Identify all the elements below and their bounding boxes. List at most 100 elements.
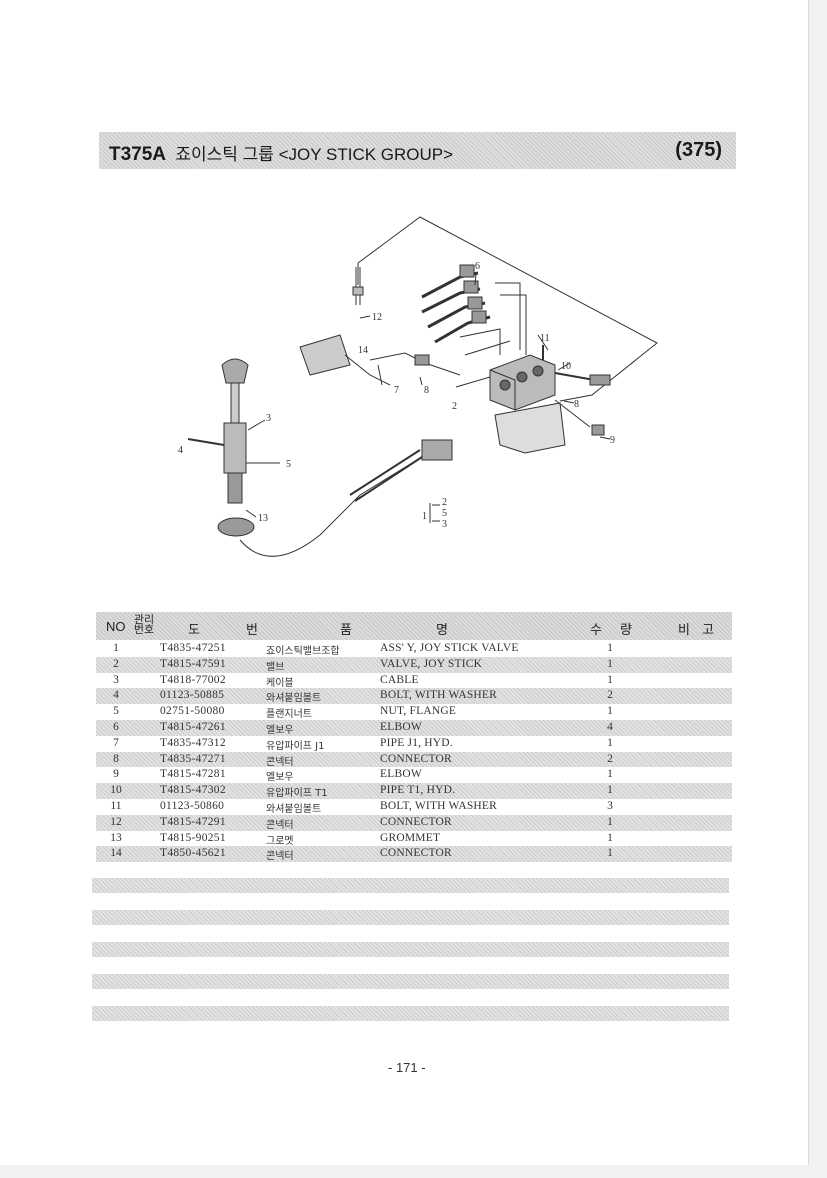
cell-name-en: CONNECTOR [380,752,452,765]
header-name-2: 명 [436,622,448,637]
cable-housing [349,449,423,502]
group-title: 죠이스틱 그룹 <JOY STICK GROUP> [175,145,454,164]
cell-no: 14 [110,847,122,860]
valve-block [489,354,556,411]
header-name-1: 품 [340,622,352,637]
cell-no: 9 [113,768,119,781]
header-remark-1: 비 [678,622,690,637]
callout-6: 6 [475,261,480,272]
callout-8b: 8 [574,399,579,410]
cell-name-kr: 밸브 [266,661,285,673]
cell-part-no: 01123-50885 [160,689,225,702]
cell-qty: 1 [607,736,613,749]
cable-connector [421,439,453,461]
hydraulic-pipes [459,282,527,356]
callout-1: 1 [422,511,427,522]
cell-qty: 4 [607,720,613,733]
cell-no: 6 [113,720,119,733]
bolt-12 [355,267,361,305]
legend-2: 2 [442,497,447,508]
cell-part-no: T4815-47291 [160,815,226,828]
cell-name-kr: 콘넥터 [266,756,294,768]
table-row: 2 T4815-47591 밸브 VALVE, JOY STICK 1 [96,656,732,673]
cell-no: 2 [113,657,119,670]
pipe-10-end [589,374,611,386]
legend-3: 3 [442,519,447,530]
callout-12: 12 [372,312,382,323]
cell-no: 12 [110,815,122,828]
callout-9: 9 [610,435,615,446]
cell-name-kr: 콘넥터 [266,819,294,831]
blank-row-band [92,1006,729,1021]
header-mgmt-top: 관리 [133,614,155,626]
header-mgmt-bottom: 번호 [133,624,155,636]
connector-8 [414,354,430,366]
connector-block-14 [299,334,351,376]
blank-row-band [92,910,729,925]
cell-name-en: VALVE, JOY STICK [380,657,483,670]
header-remark-2: 고 [702,622,714,637]
cell-name-kr: 와셔붙임볼트 [266,803,322,815]
cell-name-en: BOLT, WITH WASHER [380,689,498,702]
header-drawing-2: 번 [246,622,258,637]
cell-part-no: T4835-47312 [160,736,226,749]
cell-part-no: 01123-50860 [160,799,225,812]
cell-name-kr: 유압파이프 T1 [266,788,328,800]
cell-part-no: T4835-47251 [160,642,226,654]
cell-no: 1 [113,642,119,654]
cell-part-no: T4815-47281 [160,768,226,781]
page-reference: (375) [675,139,722,161]
cell-qty: 1 [607,642,613,654]
cell-name-en: NUT, FLANGE [380,705,457,718]
blank-row-band [92,942,729,957]
header-qty-1: 수 [590,622,602,637]
cell-name-en: CABLE [380,673,419,686]
cell-name-kr: 플랜지너트 [266,709,312,721]
cell-qty: 1 [607,815,613,828]
elbow-pipes [421,264,491,344]
cell-qty: 1 [607,657,613,670]
cell-name-kr: 그로멧 [266,835,294,847]
parts-table-header: NO 관리 번호 도 번 품 명 수 량 비 고 [96,612,732,640]
cell-no: 7 [113,736,119,749]
page-edge [808,0,827,1178]
cell-qty: 2 [607,752,613,765]
cell-part-no: T4815-90251 [160,831,226,844]
pipe-9 [554,399,591,428]
cell-part-no: 02751-50080 [160,705,225,718]
cell-qty: 1 [607,673,613,686]
cable [239,454,426,557]
cell-no: 4 [113,689,119,702]
callout-8a: 8 [424,385,429,396]
cell-part-no: T4818-77002 [160,673,226,686]
page-bottom-edge [0,1165,827,1178]
cell-name-kr: 엘보우 [266,772,294,784]
cell-name-en: ELBOW [380,768,422,781]
callout-7: 7 [394,385,399,396]
grommet-13 [217,517,255,537]
cell-name-kr: 죠이스틱밸브조합 [266,646,340,657]
joystick-lever [221,358,249,504]
cell-name-en: ELBOW [380,720,422,733]
cell-part-no: T4815-47591 [160,657,226,670]
callout-2: 2 [452,401,457,412]
elbow-9 [591,424,605,436]
page-number: - 171 - [388,1060,426,1075]
cell-name-en: CONNECTOR [380,847,452,860]
cell-qty: 1 [607,831,613,844]
cell-qty: 1 [607,705,613,718]
callout-10: 10 [561,361,571,372]
cell-qty: 1 [607,784,613,797]
cell-no: 3 [113,673,119,686]
cell-name-en: GROMMET [380,831,441,844]
